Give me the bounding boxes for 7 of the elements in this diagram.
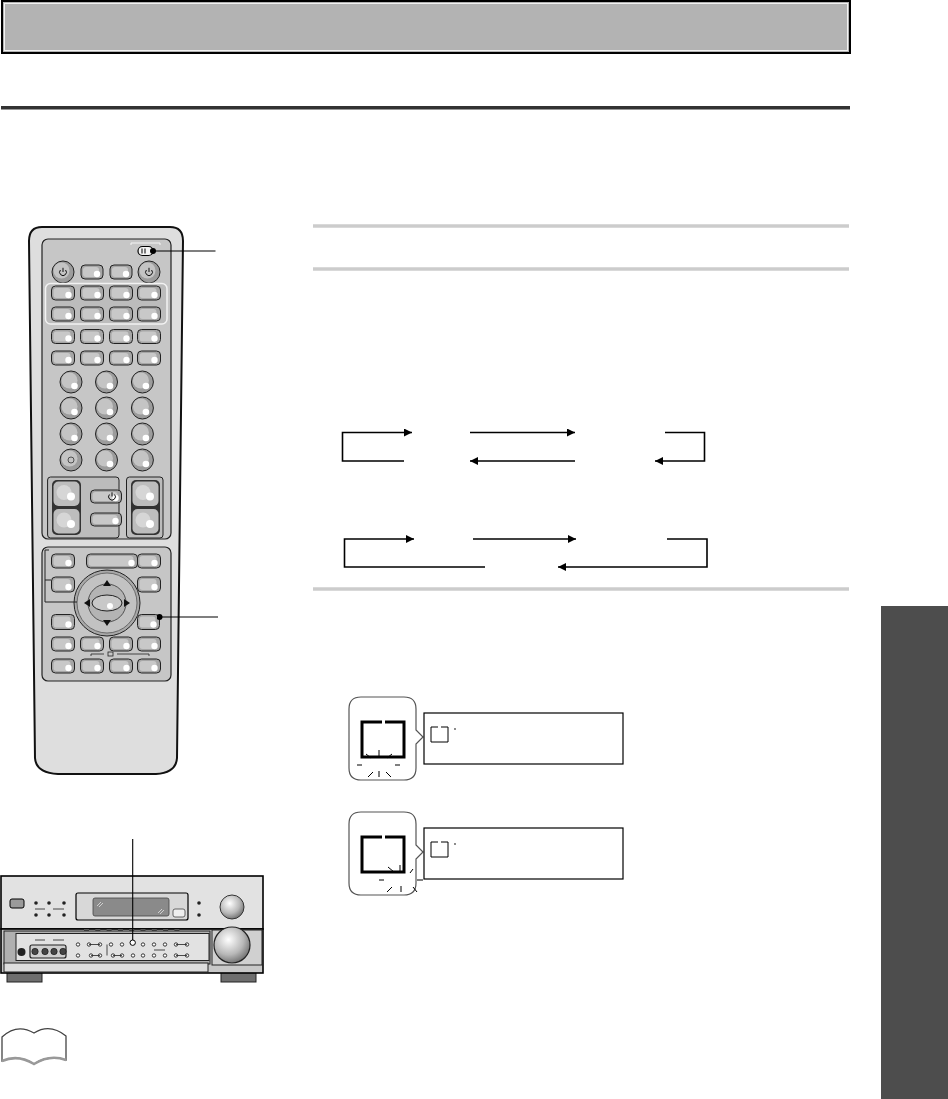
leader-line xyxy=(132,838,134,941)
front-panel-button xyxy=(129,939,136,946)
leader-line xyxy=(156,614,219,620)
slide-switch xyxy=(137,245,154,257)
leader-line xyxy=(150,248,217,254)
side-tab xyxy=(881,606,948,1099)
remote-button xyxy=(137,614,160,630)
